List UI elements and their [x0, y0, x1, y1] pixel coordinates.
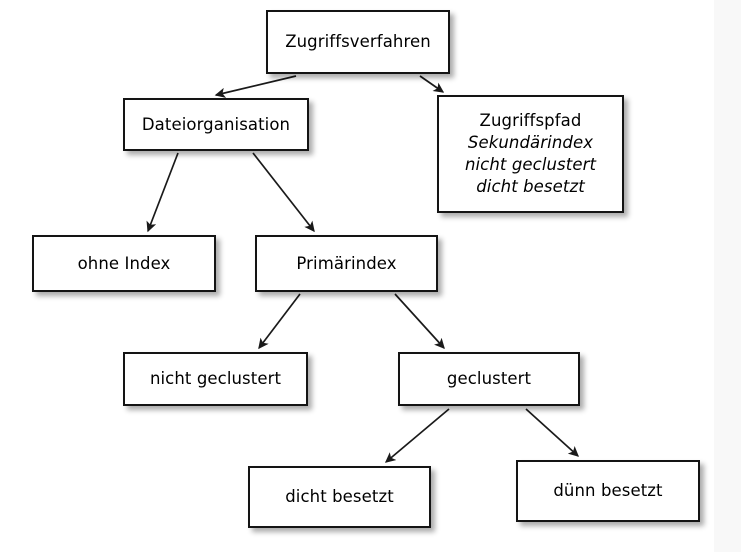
node-box-nicht-geclustert[interactable]: nicht geclustert: [123, 352, 308, 406]
edge-geclustert-to-duenn-besetzt: [525, 408, 580, 457]
node-label-line: dicht besetzt: [476, 176, 585, 196]
node-label-line: Zugriffspfad: [479, 111, 582, 131]
node-box-duenn-besetzt[interactable]: dünn besetzt: [516, 460, 700, 522]
node-label-line: nicht geclustert: [464, 155, 597, 174]
node-label-ohne-index: ohne Index: [72, 253, 177, 275]
edge-group: [146, 75, 580, 463]
node-label-nicht-geclustert: nicht geclustert: [144, 368, 287, 390]
node-box-ohne-index[interactable]: ohne Index: [32, 235, 216, 292]
edge-primaerindex-to-nicht-geclustert: [258, 293, 301, 350]
node-label-dicht-besetzt: dicht besetzt: [279, 486, 400, 508]
node-label-line: Primärindex: [296, 253, 397, 273]
node-box-zugriffsverfahren[interactable]: Zugriffsverfahren: [266, 10, 450, 74]
node-label-dateiorganisation: Dateiorganisation: [136, 114, 296, 136]
node-label-zugriffsverfahren: Zugriffsverfahren: [279, 31, 437, 53]
node-label-line: dünn besetzt: [553, 481, 663, 501]
edge-dateiorganisation-to-ohne-index: [146, 152, 179, 233]
node-box-primaerindex[interactable]: Primärindex: [255, 235, 438, 292]
node-label-line: Dateiorganisation: [141, 114, 291, 134]
right-side-strip: [714, 0, 741, 552]
node-box-dateiorganisation[interactable]: Dateiorganisation: [123, 98, 309, 151]
node-label-line: dicht besetzt: [285, 487, 394, 507]
edge-dateiorganisation-to-primaerindex: [252, 152, 315, 233]
node-box-geclustert[interactable]: geclustert: [398, 352, 580, 406]
edge-zugriffsverfahren-to-dateiorganisation: [214, 75, 297, 98]
node-label-line: Zugriffsverfahren: [285, 32, 431, 52]
node-label-primaerindex: Primärindex: [290, 253, 402, 275]
node-label-line: geclustert: [446, 369, 532, 389]
node-label-line: Sekundärindex: [467, 133, 594, 153]
edge-zugriffsverfahren-to-zugriffspfad: [419, 75, 445, 93]
node-label-duenn-besetzt: dünn besetzt: [547, 480, 668, 502]
edge-primaerindex-to-geclustert: [394, 293, 445, 350]
node-label-line: nicht geclustert: [149, 369, 282, 389]
edge-geclustert-to-dicht-besetzt: [384, 408, 450, 463]
node-label-geclustert: geclustert: [441, 368, 537, 390]
node-box-dicht-besetzt[interactable]: dicht besetzt: [248, 466, 431, 528]
node-label-line: ohne Index: [77, 253, 171, 273]
